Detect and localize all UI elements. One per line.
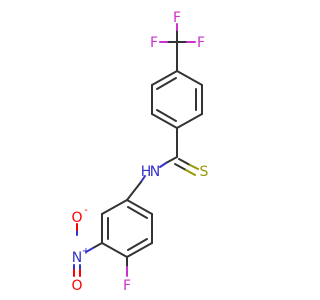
bond-ring2-3 xyxy=(126,242,153,258)
bond-ring1-1 xyxy=(176,70,203,86)
bond-ring2-1 xyxy=(126,199,153,215)
bond-ring2-3-inner xyxy=(127,238,148,251)
bond-c-s-a-s xyxy=(189,164,199,170)
bond-ring1-4 xyxy=(151,113,178,129)
bond-ring1-6-inner xyxy=(156,77,177,90)
bond-ring2-1-inner xyxy=(127,206,148,219)
charge-n-nitro: + xyxy=(82,246,90,257)
structure-svg: F F F H N S N + O - O F xyxy=(71,10,208,294)
atom-s-thio: S xyxy=(200,164,209,180)
bond-n-ring2 xyxy=(140,175,146,183)
bond-ring1-6 xyxy=(151,70,178,86)
molecule-diagram: F F F H N S N + O - O F xyxy=(71,10,209,294)
atom-n-nitro: N xyxy=(72,250,82,266)
atom-f-ring: F xyxy=(123,278,131,294)
bond-c-n-n xyxy=(159,162,167,168)
atom-o-nitro-top: O xyxy=(71,210,82,226)
charge-o-nitro-top: - xyxy=(84,205,88,216)
atom-labels: F F F H N S N + O - O F xyxy=(71,10,208,294)
bond-ring-nitro-n xyxy=(85,247,94,253)
atom-f-left: F xyxy=(150,35,158,51)
bond-c-s-b xyxy=(174,163,187,171)
bond-c-s-a xyxy=(178,158,191,166)
bond-ring2-6 xyxy=(101,199,128,215)
bond-c-n xyxy=(165,156,178,164)
bond-n-ring2-c xyxy=(126,181,142,201)
bond-ring1-3 xyxy=(176,113,203,129)
atom-o-nitro-bottom: O xyxy=(71,278,82,294)
bond-ring2-4 xyxy=(101,242,128,258)
bond-ring-nitro xyxy=(92,242,103,249)
bonds xyxy=(73,23,203,277)
bond-ring1-4-inner xyxy=(156,109,177,122)
atom-f-top: F xyxy=(173,10,181,26)
atom-h-amide: H xyxy=(141,164,152,180)
atom-n-amide: N xyxy=(150,164,160,180)
atom-f-right: F xyxy=(197,35,205,51)
bond-c-s-b-s xyxy=(185,169,196,176)
